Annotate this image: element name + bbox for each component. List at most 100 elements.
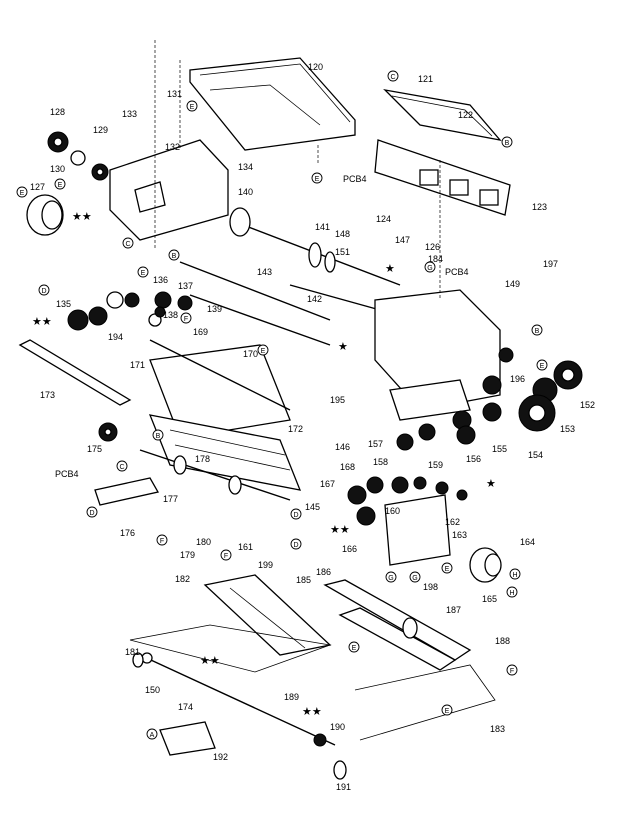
svg-text:F: F (510, 668, 514, 675)
svg-text:C: C (119, 464, 124, 471)
label-198: 198 (423, 582, 438, 592)
ref-circle-b-left: B (168, 249, 180, 261)
label-163: 163 (452, 530, 467, 540)
svg-text:D: D (41, 288, 46, 295)
label-156: 156 (466, 454, 481, 464)
label-142: 142 (307, 294, 322, 304)
svg-text:F: F (224, 553, 228, 560)
label-122: 122 (458, 110, 473, 120)
label-153: 153 (560, 424, 575, 434)
svg-text:F: F (184, 316, 188, 323)
ref-circle-d-176: D (86, 506, 98, 518)
pcb4-labels: PCB4 PCB4 PCB4 (55, 174, 469, 479)
label-171: 171 (130, 360, 145, 370)
ref-circle-c-175: C (116, 460, 128, 472)
ref-circle-e-187: E (348, 641, 360, 653)
bracket-163 (384, 494, 451, 566)
label-167: 167 (320, 479, 335, 489)
bracket-192 (159, 721, 216, 756)
label-148: 148 (335, 229, 350, 239)
bracket-123 (374, 139, 511, 216)
label-145: 145 (305, 502, 320, 512)
svg-text:E: E (445, 708, 450, 715)
label-183: 183 (490, 724, 505, 734)
roller-175 (139, 449, 291, 501)
ref-circle-b-145: B (531, 324, 543, 336)
top-plate-120 (189, 57, 356, 165)
ref-circle-b-175: B (152, 429, 164, 441)
star-mark-151: ★ (385, 262, 395, 275)
label-173: 173 (40, 390, 55, 400)
label-169: 169 (193, 327, 208, 337)
svg-text:E: E (352, 645, 357, 652)
svg-text:D: D (293, 542, 298, 549)
svg-text:C: C (125, 241, 130, 248)
label-184: 184 (428, 254, 443, 264)
star-mark-147: ★ (338, 340, 348, 353)
shaft-141 (229, 207, 401, 286)
label-187: 187 (446, 605, 461, 615)
special-marks: ★★ ★★ ★ ★ ★ ★★ ★★ ★★ (32, 210, 496, 718)
svg-text:D: D (293, 512, 298, 519)
label-157: 157 (368, 439, 383, 449)
ref-circle-a-192: A (146, 728, 158, 740)
ref-circle-d-175: D (290, 538, 302, 550)
pcb4-label-left: PCB4 (55, 469, 79, 479)
svg-text:G: G (427, 265, 432, 272)
label-152: 152 (580, 400, 595, 410)
ref-circle-d-145: D (290, 508, 302, 520)
label-188: 188 (495, 636, 510, 646)
label-139: 139 (207, 304, 222, 314)
ref-circle-e-top: E (186, 100, 198, 112)
base-187 (323, 579, 472, 671)
svg-text:B: B (156, 433, 161, 440)
label-120: 120 (308, 62, 323, 72)
star-mark-right: ★ (486, 477, 496, 490)
ref-circle-e-163: E (441, 562, 453, 574)
right-frame (374, 160, 501, 421)
label-131: 131 (167, 89, 182, 99)
label-127: 127 (30, 182, 45, 192)
label-174: 174 (178, 702, 193, 712)
ref-circle-e-136: E (137, 266, 149, 278)
label-151: 151 (335, 247, 350, 257)
ref-circle-f-169: F (180, 312, 192, 324)
label-182: 182 (175, 574, 190, 584)
ref-circle-b-right: B (501, 136, 513, 148)
label-161: 161 (238, 542, 253, 552)
motor-164 (469, 547, 502, 583)
base-182 (203, 574, 332, 656)
gears-136-138 (148, 291, 193, 327)
label-195: 195 (330, 395, 345, 405)
label-199: 199 (258, 560, 273, 570)
shaft-143 (179, 261, 331, 346)
label-162: 162 (445, 517, 460, 527)
label-150: 150 (145, 685, 160, 695)
ref-circle-f-181: F (220, 549, 232, 561)
svg-text:E: E (261, 348, 266, 355)
label-190: 190 (330, 722, 345, 732)
ref-circle-g-lower-2: G (409, 571, 421, 583)
label-194: 194 (108, 332, 123, 342)
double-star-mark-181: ★★ (200, 654, 220, 667)
label-181: 181 (125, 647, 140, 657)
svg-text:E: E (141, 270, 146, 277)
label-175: 175 (87, 444, 102, 454)
label-129: 129 (93, 125, 108, 135)
gears-166-168 (347, 476, 468, 526)
label-123: 123 (532, 202, 547, 212)
ref-circle-f-188: F (506, 664, 518, 676)
label-160: 160 (385, 506, 400, 516)
label-149: 149 (505, 279, 520, 289)
svg-text:E: E (58, 182, 63, 189)
label-196: 196 (510, 374, 525, 384)
svg-text:E: E (20, 190, 25, 197)
svg-text:B: B (172, 253, 177, 260)
label-154: 154 (528, 450, 543, 460)
svg-text:E: E (190, 104, 195, 111)
label-180: 180 (196, 537, 211, 547)
carriage-170 (149, 339, 291, 439)
label-128: 128 (50, 107, 65, 117)
label-130: 130 (50, 164, 65, 174)
ref-circle-h-164: H (509, 568, 521, 580)
